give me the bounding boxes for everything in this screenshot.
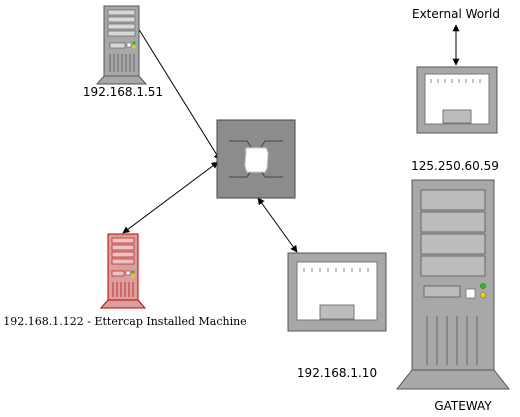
label-attacker: 192.168.1.122 - Ettercap Installed Machi… [3,315,246,328]
switch-icon [216,119,296,199]
link-switch-client [257,197,298,253]
label-external-world: External World [412,7,500,21]
server-tower-icon [95,5,148,85]
label-gateway: GATEWAY [434,399,492,413]
label-gateway-ip: 125.250.60.59 [411,159,499,173]
attacker-tower-icon [99,233,147,309]
label-client-ip: 192.168.1.10 [297,366,377,380]
gateway-tower-icon [395,179,511,390]
link-server-switch [124,6,221,161]
label-server-ip: 192.168.1.51 [83,85,163,99]
client-device-icon [287,252,387,332]
gateway-router-icon [416,66,498,134]
link-attacker-switch [122,161,219,234]
